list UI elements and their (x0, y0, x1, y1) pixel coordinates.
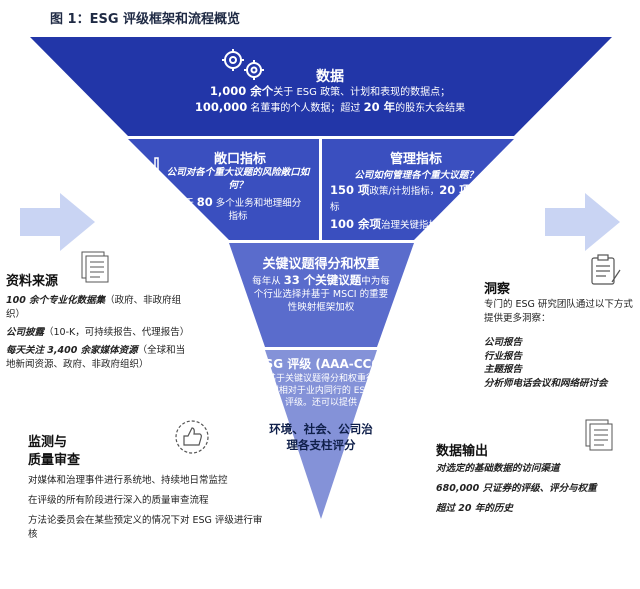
rating-title: ESG 评级 (AAA-CCC) (256, 357, 386, 371)
funnel-management-layer (322, 139, 514, 240)
monitoring-item: 对媒体和治理事件进行系统地、持续地日常监控 (28, 475, 228, 486)
management-title: 管理指标 (389, 152, 442, 167)
thumbs-up-badge-icon (175, 420, 209, 454)
bar-chart-icon (132, 157, 159, 179)
right-arrow-icon (545, 193, 620, 251)
funnel-exposure-layer (128, 139, 319, 240)
output-item: 超过 20 年的历史 (436, 503, 513, 514)
funnel-rating-layer (265, 350, 377, 519)
insight-item: 公司报告 (484, 337, 523, 348)
insight-desc: 专门的 ESG 研究团队通过以下方式提供更多洞察： (484, 299, 633, 324)
clipboard-pen-icon (591, 254, 621, 285)
document-stack-icon (585, 419, 613, 451)
sources-title: 资料来源 (6, 274, 59, 289)
exposure-question: 公司对各个重大议题的风险敞口如何？ (166, 167, 310, 191)
sources-item: 100 余个专业化数据集（政府、非政府组织） (6, 294, 194, 322)
top-title: 数据 (316, 69, 344, 85)
output-item: 对选定的基础数据的访问渠道 (436, 463, 560, 474)
top-line2-bold2: 20 年 (363, 100, 396, 114)
exposure-line-pre: 基于 (174, 198, 197, 209)
monitoring-list: 对媒体和治理事件进行系统地、持续地日常监控 在评级的所有阶段进行深入的质量审查流… (28, 474, 264, 542)
keyissue-line-pre: 每年从 (252, 276, 284, 287)
insight-item: 分析师电话会议和网络研讨会 (484, 377, 608, 389)
management-l1-bold2: 20 项 (439, 183, 471, 197)
sources-item-rest: （政府、非政府组织） (6, 295, 182, 320)
sources-item-emph: 100 余个专业化数据集 (6, 295, 106, 306)
output-list: 对选定的基础数据的访问渠道 680,000 只证券的评级、评分与权重 超过 20… (436, 462, 626, 516)
figure-title: 图 1：ESG 评级框架和流程概览 (50, 12, 241, 27)
top-line1-bold: 1,000 余个 (209, 84, 274, 98)
management-l1-mid: 政策/计划指标， (369, 186, 440, 197)
monitoring-title: 监测与 质量审查 (28, 434, 80, 470)
top-line2-mid: 名董事的个人数据；超过 (247, 103, 364, 114)
sources-item: 公司披露（10-K，可持续报告、代理报告） (6, 326, 194, 340)
management-l2-bold: 100 余项 (330, 217, 382, 231)
management-l2-rest: 治理关键指标 (381, 220, 439, 231)
funnel-top-layer (30, 37, 612, 136)
top-line2-bold1: 100,000 (194, 100, 248, 114)
sources-item-rest: （全球和当地新闻资源、政府、非政府组织） (6, 345, 186, 370)
keyissue-line-rest: 中为每个行业选择并基于 MSCI 的重要性映射框架加权 (253, 276, 390, 313)
monitoring-item: 方法论委员会在某些预定义的情况下对 ESG 评级进行审核 (28, 515, 263, 540)
gears-icon (222, 49, 264, 80)
exposure-line-bold: 80 (196, 195, 213, 209)
rating-desc: 基于关键议题得分和权重得到相对于业内同行的 ESG 评级。还可以提供 (266, 374, 375, 408)
bar-chart-icon (505, 151, 534, 173)
keyissue-line-bold: 33 个关键议题 (283, 273, 362, 287)
exposure-title: 敞口指标 (213, 152, 266, 167)
funnel-keyissue-layer (229, 243, 414, 347)
monitoring-title-line2: 质量审查 (28, 453, 81, 468)
monitoring-item: 在评级的所有阶段进行深入的质量审查流程 (28, 495, 209, 506)
top-desc: 1,000 余个关于 ESG 政策、计划和表现的数据点； 100,000 名董事… (120, 84, 540, 116)
left-arrow-icon (20, 193, 95, 251)
insight-item: 行业报告 (484, 350, 523, 362)
output-title: 数据输出 (436, 444, 489, 459)
management-question: 公司如何管理各个重大议题？ (354, 170, 478, 181)
keyissue-desc: 每年从 33 个关键议题中为每个行业选择并基于 MSCI 的重要性映射框架加权 (250, 274, 392, 314)
top-line1-rest: 关于 ESG 政策、计划和表现的数据点； (273, 87, 451, 98)
exposure-metric: 基于 80 多个业务和地理细分指标 (170, 196, 306, 223)
output-item: 680,000 只证券的评级、评分与权重 (436, 483, 597, 494)
sources-item: 每天关注 3,400 余家媒体资源（全球和当地新闻资源、政府、非政府组织） (6, 344, 194, 372)
insight-list: 公司报告 行业报告 主题报告 分析师电话会议和网络研讨会 (484, 336, 634, 390)
insight-title: 洞察 (484, 282, 511, 297)
insight-item: 主题报告 (484, 364, 523, 375)
management-metrics: 150 项政策/计划指标，20 项表现指标 100 余项治理关键指标 (330, 182, 500, 234)
top-line2-rest: 的股东大会结果 (395, 103, 466, 114)
document-stack-icon (81, 251, 109, 283)
rating-pillars: 环境、社会、公司治理各支柱评分 (269, 422, 373, 452)
management-l1-rest: 表现指标 (330, 186, 500, 213)
keyissue-title: 关键议题得分和权重 (262, 257, 380, 272)
sources-list: 100 余个专业化数据集（政府、非政府组织） 公司披露（10-K，可持续报告、代… (6, 294, 194, 372)
sources-item-emph: 每天关注 3,400 余家媒体资源 (6, 345, 138, 356)
exposure-line-rest: 多个业务和地理细分指标 (212, 198, 302, 222)
sources-item-emph: 公司披露 (6, 327, 45, 338)
management-l1-bold1: 150 项 (330, 183, 370, 197)
monitoring-title-line1: 监测与 (28, 435, 68, 450)
sources-item-rest: （10-K，可持续报告、代理报告） (44, 327, 190, 338)
